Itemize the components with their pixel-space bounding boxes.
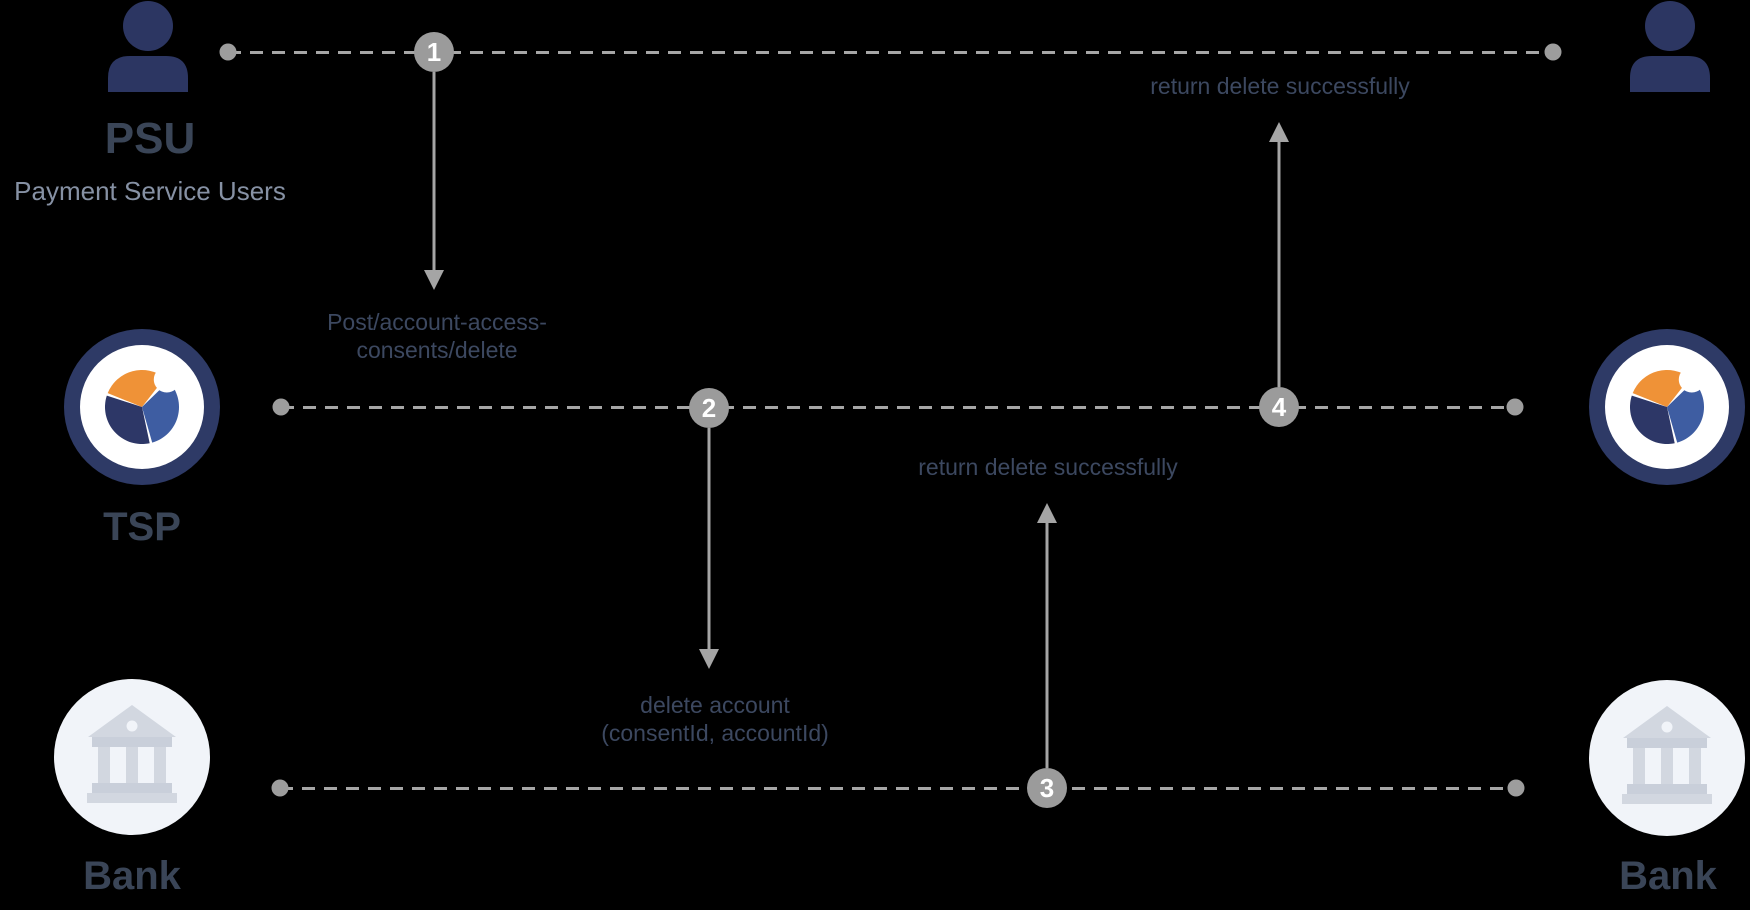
tsp-lifeline-right-dot bbox=[1506, 398, 1524, 416]
step3-number-badge: 3 bbox=[1027, 768, 1067, 808]
step3-arrow-line bbox=[1045, 522, 1049, 768]
psu-left-title: PSU bbox=[104, 114, 196, 163]
bank-icon bbox=[54, 679, 210, 835]
bank-left-title: Bank bbox=[83, 854, 181, 898]
step4-message-label: return delete successfully bbox=[1150, 72, 1410, 100]
psu-lifeline-left-dot bbox=[219, 43, 237, 61]
step4-number-badge: 4 bbox=[1259, 387, 1299, 427]
step1-number-badge: 1 bbox=[414, 32, 454, 72]
step2-message-line1: delete account bbox=[640, 692, 790, 718]
tsp-left-actor bbox=[62, 327, 222, 487]
psu-lifeline-right-dot bbox=[1544, 43, 1562, 61]
step2-arrowhead-icon bbox=[699, 649, 719, 669]
tsp-left-title: TSP bbox=[103, 505, 181, 549]
person-icon bbox=[108, 1, 188, 92]
tsp-right-actor bbox=[1587, 327, 1747, 487]
step1-message-label: Post/account-access- consents/delete bbox=[327, 308, 547, 364]
step2-message-label: delete account (consentId, accountId) bbox=[601, 691, 829, 747]
bank-lifeline bbox=[280, 787, 1516, 790]
step4-message-line1: return delete successfully bbox=[1150, 73, 1410, 99]
step3-message-line1: return delete successfully bbox=[918, 454, 1178, 480]
step2-arrow-line bbox=[707, 428, 711, 650]
bank-lifeline-right-dot bbox=[1507, 779, 1525, 797]
step2-number-badge: 2 bbox=[689, 388, 729, 428]
psu-left-actor bbox=[106, 0, 190, 92]
tsp-lifeline-left-dot bbox=[272, 398, 290, 416]
step1-message-line2: consents/delete bbox=[356, 337, 518, 363]
step1-arrowhead-icon bbox=[424, 270, 444, 290]
tsp-lifeline bbox=[281, 406, 1515, 409]
bank-icon bbox=[1589, 680, 1745, 836]
bank-left-actor bbox=[54, 679, 210, 835]
psu-left-subtitle: Payment Service Users bbox=[14, 176, 286, 206]
tsp-logo-icon bbox=[1589, 329, 1745, 485]
psu-lifeline bbox=[228, 50, 1553, 54]
step2-message-line2: (consentId, accountId) bbox=[601, 720, 829, 746]
person-icon bbox=[1630, 1, 1710, 92]
step3-arrowhead-icon bbox=[1037, 503, 1057, 523]
step1-arrow-line bbox=[432, 72, 436, 272]
step4-arrow-line bbox=[1277, 141, 1281, 387]
step3-message-label: return delete successfully bbox=[918, 453, 1178, 481]
step1-message-line1: Post/account-access- bbox=[327, 309, 547, 335]
step4-arrowhead-icon bbox=[1269, 122, 1289, 142]
bank-right-title: Bank bbox=[1619, 854, 1717, 898]
psu-right-actor bbox=[1628, 0, 1712, 92]
bank-lifeline-left-dot bbox=[271, 779, 289, 797]
bank-right-actor bbox=[1589, 680, 1745, 836]
tsp-logo-icon bbox=[64, 329, 220, 485]
